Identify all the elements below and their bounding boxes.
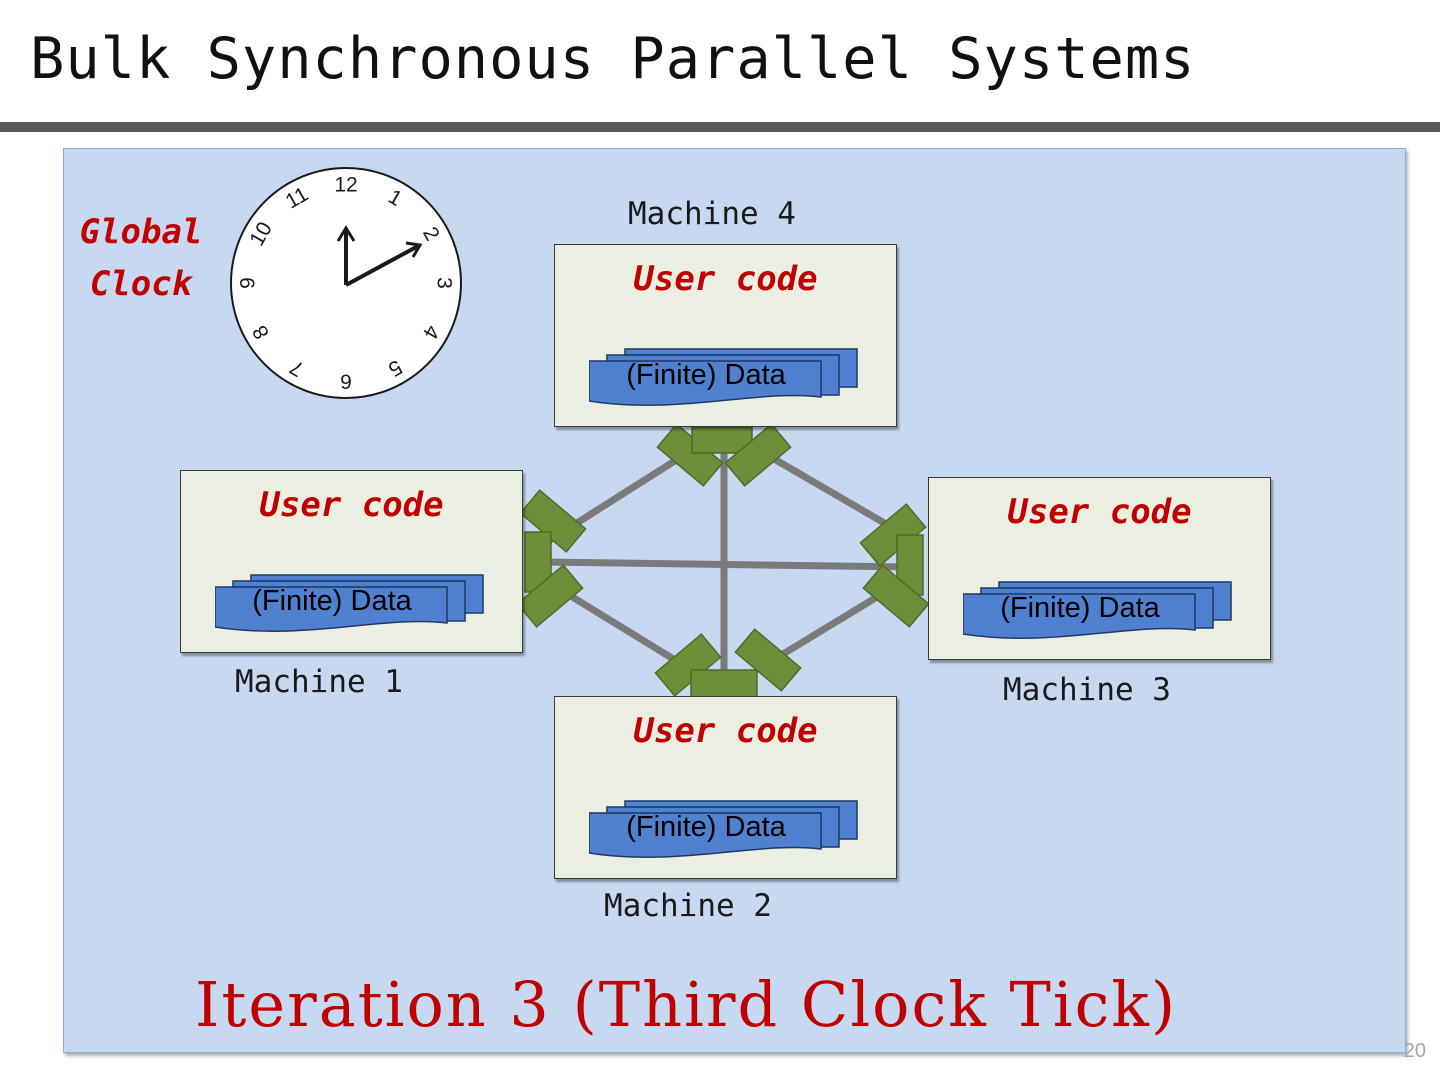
machine-4-data-stack: (Finite) Data — [589, 347, 859, 406]
machine-3-data-label: (Finite) Data — [1000, 592, 1160, 624]
title-divider — [0, 122, 1440, 132]
machine-4-data-label: (Finite) Data — [626, 359, 786, 391]
global-clock-label-line2: Clock — [89, 264, 193, 304]
clock-numeral: 9 — [237, 277, 260, 289]
slide-title: Bulk Synchronous Parallel Systems — [30, 26, 1196, 92]
iteration-caption: Iteration 3 (Third Clock Tick) — [195, 968, 1178, 1041]
message-packet — [724, 423, 792, 487]
clock-numeral: 12 — [334, 174, 357, 197]
machine-4-name: Machine 4 — [628, 196, 796, 232]
message-packet — [516, 564, 584, 628]
message-packet — [734, 628, 802, 692]
global-clock-label-line1: Global — [79, 212, 203, 252]
machine-3-box: User code (Finite) Data — [928, 477, 1271, 660]
machine-1-box: User code (Finite) Data — [180, 470, 523, 653]
message-packet — [862, 564, 930, 628]
machine-4-user-code: User code — [633, 259, 818, 299]
machine-3-data-stack: (Finite) Data — [963, 580, 1233, 639]
machine-1-user-code: User code — [259, 485, 444, 525]
machine-1-name: Machine 1 — [235, 664, 403, 700]
global-clock-label: Global Clock — [66, 206, 216, 310]
clock-numeral: 6 — [340, 370, 352, 393]
machine-2-data-stack: (Finite) Data — [589, 799, 859, 858]
machine-3-name: Machine 3 — [1003, 672, 1171, 708]
machine-2-box: User code (Finite) Data — [554, 696, 897, 879]
machine-3-user-code: User code — [1007, 492, 1192, 532]
machine-2-data-label: (Finite) Data — [626, 811, 786, 843]
network-links — [536, 441, 914, 699]
machine-4-box: User code (Finite) Data — [554, 244, 897, 427]
message-packets — [516, 423, 930, 701]
clock-numeral: 3 — [433, 277, 456, 289]
machine-1-data-label: (Finite) Data — [252, 585, 412, 617]
machine-2-user-code: User code — [633, 711, 818, 751]
machine-2-name: Machine 2 — [604, 888, 772, 924]
page-number: 20 — [1403, 1040, 1426, 1062]
machine-1-data-stack: (Finite) Data — [215, 573, 485, 632]
